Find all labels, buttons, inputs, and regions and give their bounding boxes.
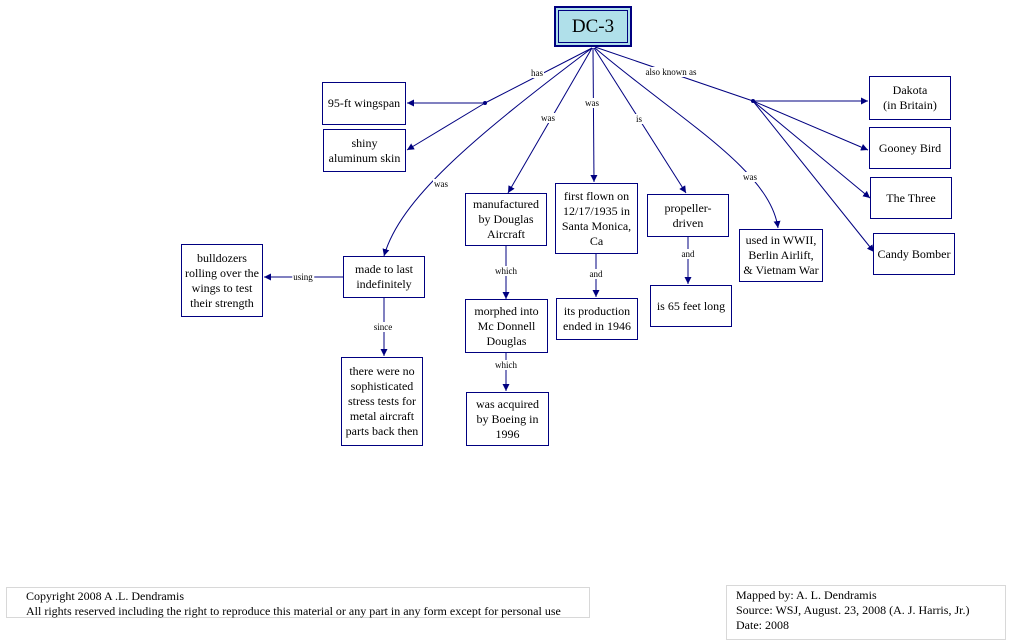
concept-propeller[interactable]: propeller- driven bbox=[647, 194, 729, 237]
concept-no-stress-tests[interactable]: there were no sophisticated stress tests… bbox=[341, 357, 423, 446]
concept-no-stress-tests-label: there were no sophisticated stress tests… bbox=[345, 364, 419, 438]
link-was-first-flown-arrow bbox=[590, 47, 598, 183]
link-label-and-2: and bbox=[680, 249, 696, 259]
concept-skin[interactable]: shiny aluminum skin bbox=[323, 129, 406, 172]
concept-morphed[interactable]: morphed into Mc Donnell Douglas bbox=[465, 299, 548, 353]
link-label-was-manufactured: was bbox=[540, 113, 556, 123]
link-label-has: has bbox=[530, 68, 544, 78]
link-was-used-in-arrow bbox=[594, 47, 781, 229]
mapped-by-text: Mapped by: A. L. Dendramis bbox=[736, 588, 877, 602]
concept-bulldozers[interactable]: bulldozers rolling over the wings to tes… bbox=[181, 244, 263, 317]
copyright-box: Copyright 2008 A .L. Dendramis All right… bbox=[6, 587, 590, 618]
link-label-which-1: which bbox=[494, 266, 518, 276]
link-has-skin-arrow bbox=[406, 102, 486, 151]
concept-used-in-label: used in WWII, Berlin Airlift, & Vietnam … bbox=[743, 233, 819, 277]
link-was-made-to-last-arrow bbox=[382, 47, 593, 257]
concept-morphed-label: morphed into Mc Donnell Douglas bbox=[474, 303, 539, 348]
concept-propeller-label: propeller- driven bbox=[664, 200, 712, 230]
concept-acquired[interactable]: was acquired by Boeing in 1996 bbox=[466, 392, 549, 446]
concept-gooney-bird-label: Gooney Bird bbox=[878, 140, 942, 155]
concept-manufactured[interactable]: manufactured by Douglas Aircraft bbox=[465, 193, 547, 246]
concept-made-to-last[interactable]: made to last indefinitely bbox=[343, 256, 425, 298]
concept-candy-bomber[interactable]: Candy Bomber bbox=[873, 233, 955, 275]
rights-text: All rights reserved including the right … bbox=[26, 604, 561, 618]
concept-skin-label: shiny aluminum skin bbox=[328, 135, 401, 165]
link-label-was-used-in: was bbox=[742, 172, 758, 182]
concept-wingspan[interactable]: 95-ft wingspan bbox=[322, 82, 406, 125]
link-has-junction bbox=[483, 101, 487, 105]
concept-first-flown-label: first flown on 12/17/1935 in Santa Monic… bbox=[561, 188, 632, 248]
link-label-is: is bbox=[634, 114, 644, 124]
concept-length-label: is 65 feet long bbox=[656, 298, 726, 313]
link-label-also-known-as: also known as bbox=[644, 67, 698, 77]
link-label-since: since bbox=[372, 322, 394, 332]
credits-box: Mapped by: A. L. Dendramis Source: WSJ, … bbox=[726, 585, 1006, 640]
concept-production-ended-label: its production ended in 1946 bbox=[563, 304, 631, 333]
concept-root-label: DC-3 bbox=[571, 16, 615, 37]
link-label-using: using bbox=[292, 272, 314, 282]
concept-dakota-label: Dakota (in Britain) bbox=[883, 83, 937, 112]
link-aka-gooney-arrow bbox=[752, 100, 869, 151]
concept-acquired-label: was acquired by Boeing in 1996 bbox=[476, 396, 539, 441]
source-text: Source: WSJ, August. 23, 2008 (A. J. Har… bbox=[736, 603, 970, 617]
concept-the-three[interactable]: The Three bbox=[870, 177, 952, 219]
link-label-and-1: and bbox=[588, 269, 604, 279]
concept-the-three-label: The Three bbox=[886, 190, 936, 205]
concept-wingspan-label: 95-ft wingspan bbox=[327, 96, 401, 110]
link-label-was-left: was bbox=[433, 179, 449, 189]
date-text: Date: 2008 bbox=[736, 618, 789, 632]
concept-candy-bomber-label: Candy Bomber bbox=[877, 246, 951, 261]
concept-length[interactable]: is 65 feet long bbox=[650, 285, 732, 327]
concept-production-ended[interactable]: its production ended in 1946 bbox=[556, 298, 638, 340]
link-label-was-first-flown: was bbox=[584, 98, 600, 108]
link-aka-candy-arrow bbox=[752, 100, 875, 253]
concept-gooney-bird[interactable]: Gooney Bird bbox=[869, 127, 951, 169]
concept-dakota[interactable]: Dakota (in Britain) bbox=[869, 76, 951, 120]
concept-bulldozers-label: bulldozers rolling over the wings to tes… bbox=[185, 250, 259, 310]
concept-manufactured-label: manufactured by Douglas Aircraft bbox=[473, 197, 539, 241]
link-label-which-2: which bbox=[494, 360, 518, 370]
concept-used-in[interactable]: used in WWII, Berlin Airlift, & Vietnam … bbox=[739, 229, 823, 282]
concept-made-to-last-label: made to last indefinitely bbox=[355, 262, 413, 291]
link-aka-three-arrow bbox=[752, 100, 871, 199]
concept-first-flown[interactable]: first flown on 12/17/1935 in Santa Monic… bbox=[555, 183, 638, 254]
concept-root[interactable]: DC-3 bbox=[554, 6, 632, 47]
copyright-text: Copyright 2008 A .L. Dendramis bbox=[26, 589, 184, 603]
